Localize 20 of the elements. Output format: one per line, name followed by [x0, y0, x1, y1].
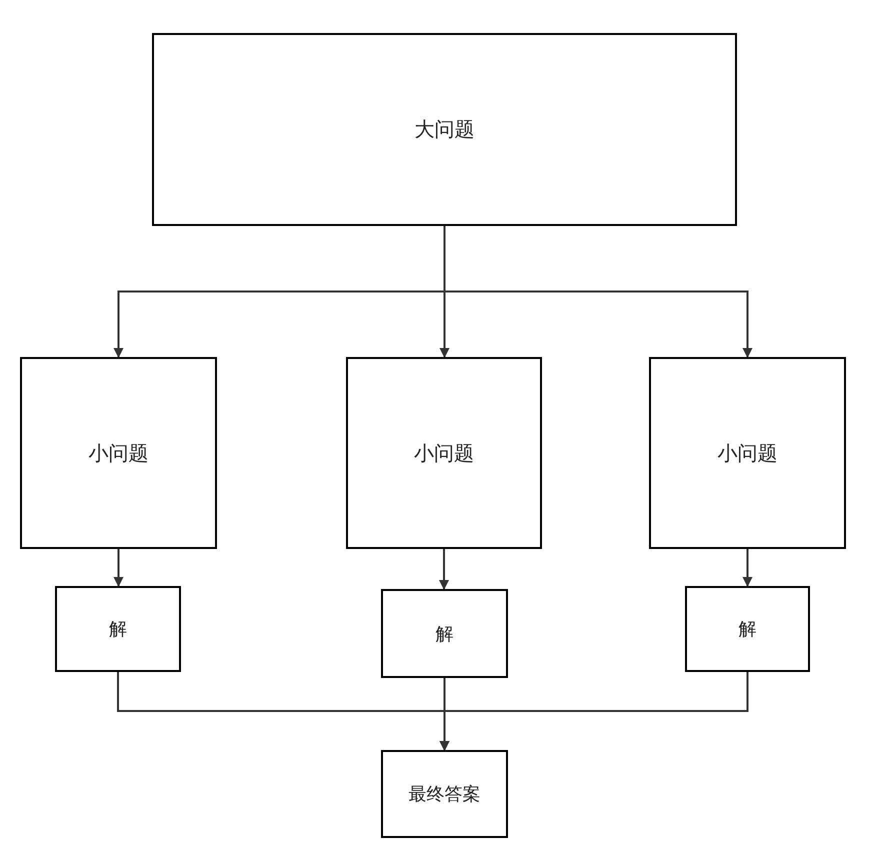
process-box — [381, 750, 508, 838]
problem-box — [152, 33, 737, 226]
process-box — [685, 586, 810, 672]
node-label: 大问题 — [414, 116, 474, 143]
arrow — [114, 549, 124, 587]
process-box — [346, 357, 542, 549]
node-label: 解 — [436, 622, 454, 646]
arrow — [439, 549, 449, 590]
process-box — [381, 589, 508, 678]
node-label: 小问题 — [88, 440, 148, 466]
node-label: 解 — [109, 618, 127, 641]
arrow — [742, 549, 752, 587]
process-box — [20, 357, 217, 549]
node-label: 小问题 — [718, 440, 778, 466]
node-label: 小问题 — [414, 440, 474, 466]
node-label: 解 — [738, 618, 756, 641]
node-label: 最终答案 — [408, 783, 480, 806]
arrow — [440, 672, 748, 751]
process-box — [649, 357, 846, 549]
process-box — [55, 586, 181, 672]
